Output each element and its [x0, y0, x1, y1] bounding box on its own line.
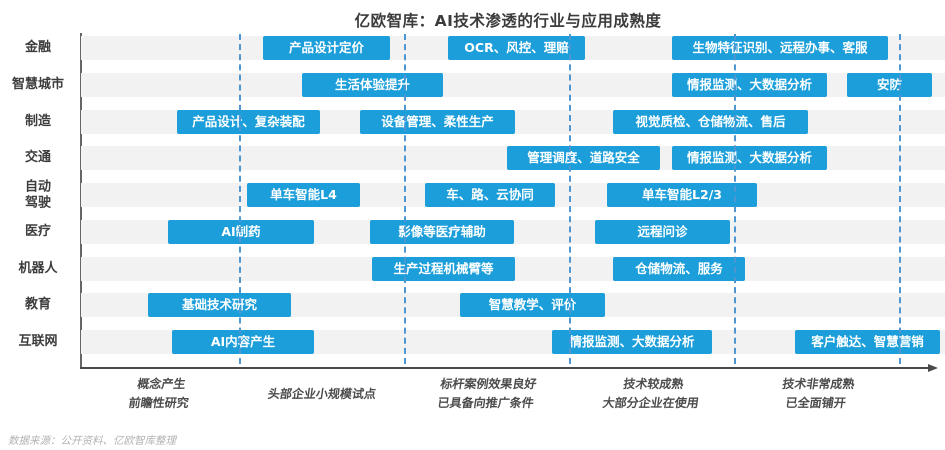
application-box: 仓储物流、服务 [613, 256, 745, 281]
application-box: 车、路、云协同 [425, 183, 555, 207]
industry-label: 制造 [24, 113, 51, 129]
stage-label-line: 大部分企业在使用 [601, 396, 700, 410]
stage-label: 头部企业小规模试点 [229, 374, 415, 414]
application-box: OCR、风控、理赔 [448, 36, 585, 60]
stage-boundary-line [899, 34, 901, 364]
application-box: 情报监测、大数据分析 [552, 330, 712, 354]
application-box: 客户触达、智慧营销 [795, 330, 940, 354]
application-box: AI制药 [168, 219, 314, 244]
application-box: 智慧教学、评价 [460, 293, 605, 318]
application-box: 产品设计定价 [263, 36, 390, 60]
application-box: 设备管理、柔性生产 [360, 109, 515, 134]
industry-label: 交通 [24, 150, 51, 166]
stage-boundary-line [404, 34, 406, 364]
application-box: 远程问诊 [595, 219, 730, 244]
stage-boundary-line [239, 34, 241, 364]
industry-label: 金融 [24, 40, 51, 56]
stage-boundary-line [569, 34, 571, 364]
industry-label: 自动 驾驶 [24, 179, 51, 210]
stage-label: 概念产生前瞻性研究 [67, 374, 253, 414]
application-box: 产品设计、复杂装配 [177, 109, 320, 134]
industry-label: 医疗 [24, 223, 51, 239]
stage-label-line: 标杆案例效果良好 [439, 377, 538, 392]
stage-label: 技术非常成熟已全面铺开 [724, 374, 910, 414]
stage-label-line: 头部企业小规模试点 [267, 386, 378, 401]
stage-label-line: 已具备向推广条件 [436, 396, 535, 410]
stage-label-line: 技术较成熟 [622, 377, 685, 392]
industry-label: 教育 [24, 297, 51, 313]
stage-label: 技术较成熟大部分企业在使用 [559, 374, 745, 414]
stage-label: 标杆案例效果良好已具备向推广条件 [394, 374, 580, 414]
application-box: AI内容产生 [172, 330, 314, 354]
stage-label-line: 前瞻性研究 [127, 396, 190, 410]
application-box: 生产过程机械臂等 [372, 256, 515, 281]
application-box: 安防 [847, 72, 932, 97]
stage-label-line: 概念产生 [136, 377, 187, 392]
application-box: 视觉质检、仓储物流、售后 [613, 109, 808, 134]
application-box: 情报监测、大数据分析 [672, 72, 827, 97]
application-box: 基础技术研究 [148, 293, 291, 318]
stage-boundary-line [734, 34, 736, 364]
application-box: 管理调度、道路安全 [507, 146, 660, 171]
chart-title: 亿欧智库：AI技术渗透的行业与应用成熟度 [354, 12, 662, 30]
stage-label-line: 已全面铺开 [784, 396, 847, 410]
industry-label: 智慧城市 [11, 76, 64, 92]
application-box: 影像等医疗辅助 [370, 219, 514, 244]
x-axis-line [80, 367, 930, 369]
source-note: 数据来源：公开资料、亿欧智库整理 [8, 435, 176, 447]
x-axis-arrow-icon [928, 363, 938, 372]
industry-label: 机器人 [18, 260, 58, 276]
industry-label: 互联网 [18, 334, 58, 350]
application-box: 单车智能L4 [247, 183, 360, 207]
application-box: 单车智能L2/3 [607, 183, 757, 207]
application-box: 情报监测、大数据分析 [672, 146, 827, 171]
stage-label-line: 技术非常成熟 [781, 377, 856, 392]
application-box: 生物特征识别、远程办事、客服 [672, 36, 888, 60]
application-box: 生活体验提升 [302, 72, 443, 97]
